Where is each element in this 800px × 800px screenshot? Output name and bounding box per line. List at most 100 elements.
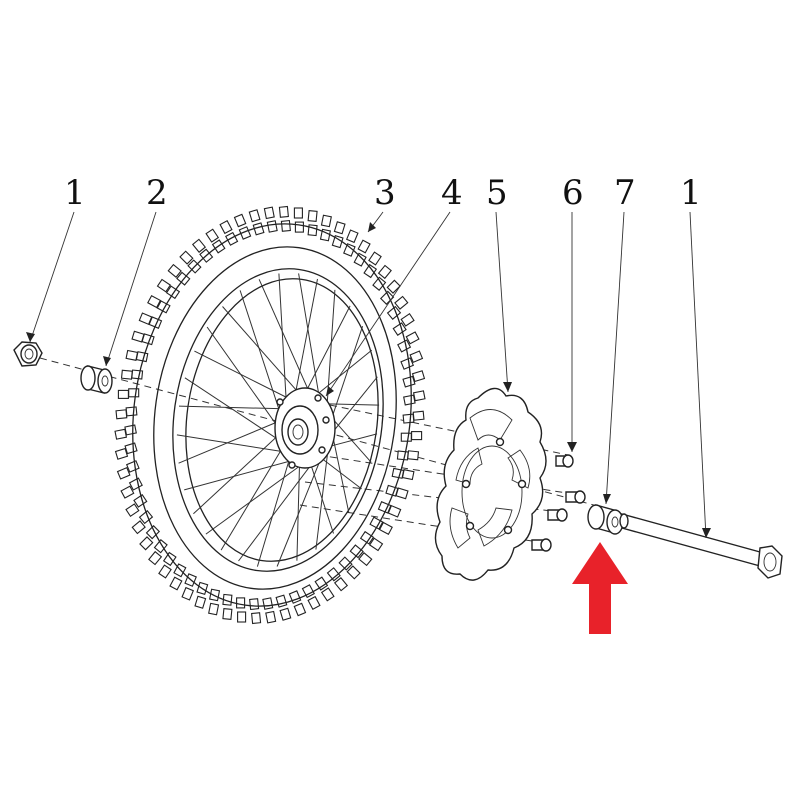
callout-5: 5 xyxy=(486,173,508,213)
tread-knob xyxy=(114,428,128,440)
tread-knob xyxy=(307,595,321,610)
tread-knob xyxy=(114,447,129,460)
tread-knob xyxy=(278,205,289,218)
tread-knob xyxy=(378,521,393,536)
tread-knob xyxy=(392,322,407,336)
tread-knob xyxy=(368,537,384,552)
spoke xyxy=(276,451,325,567)
tread-knob xyxy=(314,576,329,591)
tread-knob xyxy=(397,339,412,353)
tread-knob xyxy=(167,263,182,278)
tread-knob xyxy=(359,530,375,545)
spoke xyxy=(220,446,284,551)
spoke xyxy=(193,433,280,515)
tread-knob xyxy=(131,369,144,380)
tread-knob xyxy=(181,586,195,601)
tread-knob xyxy=(358,552,373,567)
tread-knob xyxy=(349,544,364,559)
spoke xyxy=(296,461,301,561)
tread-knob xyxy=(386,305,402,320)
tread-knob xyxy=(293,602,307,617)
spoke xyxy=(258,279,311,395)
tread-knob xyxy=(326,567,341,582)
tread-knob xyxy=(169,576,183,591)
tread-knob xyxy=(179,250,194,265)
spoke xyxy=(294,278,318,397)
spoke xyxy=(330,427,350,514)
tread-knob xyxy=(411,370,426,383)
tread-knob xyxy=(391,467,405,479)
tread-knob xyxy=(209,588,221,602)
tread-knob xyxy=(400,313,415,327)
spoke xyxy=(323,403,380,406)
spoke xyxy=(239,290,282,416)
callout-1-right: 1 xyxy=(680,173,702,213)
spoke xyxy=(278,273,287,405)
callout-1-left: 1 xyxy=(64,173,86,213)
tread-knob xyxy=(205,228,220,243)
tread-knob xyxy=(208,602,220,616)
highlight-arrow xyxy=(572,542,628,634)
wheel xyxy=(114,205,426,625)
tread-knob xyxy=(403,394,416,406)
tread-knob xyxy=(346,565,361,580)
tread-knob xyxy=(233,213,247,228)
tread-knob xyxy=(148,550,163,566)
tread-knob xyxy=(320,587,335,602)
tread-knob xyxy=(194,595,207,609)
tread-knob xyxy=(237,611,247,623)
tread-knob xyxy=(394,295,409,310)
spoke xyxy=(328,414,372,463)
tread-knob xyxy=(331,235,344,249)
tread-knob xyxy=(115,409,128,420)
tire-tread xyxy=(114,205,426,625)
tread-knob xyxy=(368,251,382,266)
tread-knob xyxy=(320,214,332,228)
callout-3: 3 xyxy=(374,173,396,213)
tread-knob xyxy=(139,536,154,551)
spoke xyxy=(194,350,292,400)
tread-knob xyxy=(147,294,162,309)
tread-knob xyxy=(125,406,138,417)
tread-knob xyxy=(116,466,131,480)
tread-knob xyxy=(400,357,415,370)
tread-knob xyxy=(412,390,426,402)
callout-7: 7 xyxy=(614,173,636,213)
tread-knob xyxy=(236,597,246,609)
tread-knob xyxy=(222,608,233,620)
spoke xyxy=(184,459,296,491)
bolt xyxy=(565,490,586,504)
callout-6: 6 xyxy=(562,173,584,213)
tread-knob xyxy=(409,350,424,364)
bolt xyxy=(531,538,552,552)
tread-knob xyxy=(135,351,149,363)
callout-4: 4 xyxy=(441,173,463,213)
spoke xyxy=(315,440,330,550)
tread-knob xyxy=(251,612,262,625)
tread-knob xyxy=(363,263,378,279)
tread-knob xyxy=(131,520,146,535)
tread-knob xyxy=(407,450,420,461)
tread-knob xyxy=(133,494,148,508)
tread-knob xyxy=(128,477,143,491)
spoke xyxy=(330,326,364,422)
axle xyxy=(619,513,783,579)
tread-knob xyxy=(387,504,402,518)
spoke xyxy=(256,455,291,567)
tread-knob xyxy=(405,331,420,345)
spoke xyxy=(238,458,316,562)
spoke xyxy=(304,305,351,395)
tread-knob xyxy=(301,584,315,599)
tread-knob xyxy=(343,243,356,257)
tread-knob xyxy=(402,413,415,424)
tread-knob xyxy=(120,485,135,499)
tread-knob xyxy=(158,564,172,579)
leader-lines xyxy=(26,211,711,539)
spoke xyxy=(298,273,321,400)
tread-knob xyxy=(377,501,392,514)
tread-knob xyxy=(411,431,423,441)
brake-disc xyxy=(434,387,547,581)
tread-knob xyxy=(156,278,172,293)
tread-knob xyxy=(249,598,260,611)
